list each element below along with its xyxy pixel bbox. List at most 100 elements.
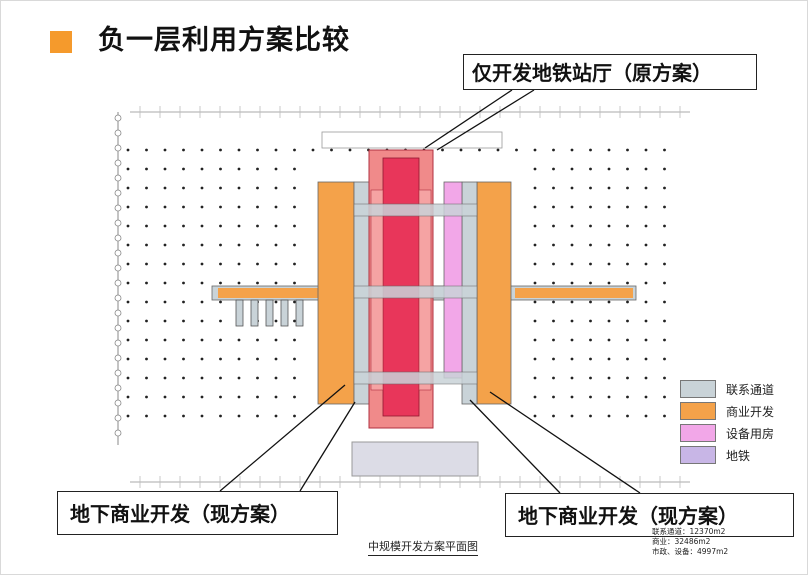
grid-dot [163, 262, 167, 266]
grid-dot [145, 243, 148, 247]
grid-dot [200, 319, 204, 323]
grid-dot [219, 414, 222, 418]
grid-dot [552, 376, 555, 380]
grid-dot [145, 319, 148, 323]
exit-stub [265, 299, 274, 327]
grid-dot [663, 414, 666, 418]
axis-bubble [114, 249, 122, 257]
grid-dot [163, 243, 167, 247]
grid-dot [163, 338, 167, 342]
grid-dot [644, 281, 648, 285]
grid-dot [145, 357, 148, 361]
callout-pointers [219, 89, 641, 494]
grid-dot [533, 186, 537, 190]
grid-dot [570, 243, 574, 247]
legend-item-equipment: 设备用房 [680, 422, 774, 444]
grid-dot [644, 148, 648, 152]
grid-dot [163, 205, 167, 209]
grid-dot [626, 148, 629, 152]
grid-dot [237, 224, 241, 228]
grid-dot [515, 148, 518, 152]
grid-dot [626, 414, 629, 418]
grid-dot [200, 395, 204, 399]
grid-dot [219, 262, 222, 266]
grid-dot [237, 243, 241, 247]
grid-dot [163, 395, 167, 399]
grid-dot [219, 148, 222, 152]
axis-ticks [114, 106, 690, 488]
grid-dot [552, 167, 555, 171]
grid-dot [145, 281, 148, 285]
top-entrance [321, 131, 503, 149]
axis-bubble [114, 279, 122, 287]
grid-dot [256, 224, 259, 228]
exit-stub [250, 299, 259, 327]
legend-item-commercial: 商业开发 [680, 400, 774, 422]
grid-dot [219, 300, 222, 304]
grid-dot [607, 376, 611, 380]
grid-dot [237, 357, 241, 361]
axis-bubble [114, 369, 122, 377]
grid-dot [274, 205, 278, 209]
grid-dot [626, 395, 629, 399]
pointer-right-2 [469, 399, 561, 494]
grid-dot [126, 262, 130, 266]
grid-dot [533, 262, 537, 266]
axis-bubble [114, 144, 122, 152]
grid-dot [219, 205, 222, 209]
grid-dot [478, 148, 481, 152]
legend-label-corridor: 联系通道 [726, 382, 775, 397]
grid-dot [200, 186, 204, 190]
grid-dot [237, 395, 241, 399]
grid-dot [237, 281, 241, 285]
grid-dot [644, 300, 648, 304]
grid-dot [589, 395, 592, 399]
grid-dot [570, 262, 574, 266]
grid-dot [126, 167, 130, 171]
stat-corridor: 联系通道：12370m2 [652, 527, 726, 536]
grid-dot [237, 338, 241, 342]
grid-dot [570, 376, 574, 380]
grid-dot [663, 205, 666, 209]
grid-dot [663, 300, 666, 304]
grid-dot [256, 262, 259, 266]
grid-dot [552, 357, 555, 361]
grid-dot [126, 338, 130, 342]
grid-dot [145, 300, 148, 304]
grid-dot [533, 148, 537, 152]
grid-dot [644, 414, 648, 418]
grid-dot [145, 338, 148, 342]
grid-dot [644, 376, 648, 380]
grid-dot [552, 319, 555, 323]
grid-dot [293, 300, 296, 304]
grid-dot [200, 262, 204, 266]
legend: 联系通道 商业开发 设备用房 地铁 [680, 378, 774, 466]
grid-dot [200, 205, 204, 209]
grid-dot [256, 376, 259, 380]
grid-dot [163, 376, 167, 380]
grid-dot [626, 205, 629, 209]
cross-connector [353, 203, 478, 217]
grid-dot [200, 167, 204, 171]
grid-dot [293, 262, 296, 266]
grid-dot [552, 186, 555, 190]
grid-dot [533, 338, 537, 342]
grid-dot [237, 205, 241, 209]
grid-dot [182, 300, 185, 304]
axis-bubble [114, 384, 122, 392]
axis-bubble [114, 294, 122, 302]
grid-dot [626, 376, 629, 380]
corridor-commercial-right [515, 288, 633, 298]
grid-dot [145, 224, 148, 228]
legend-swatch-subway [680, 446, 716, 464]
grid-dot [626, 186, 629, 190]
grid-dot [552, 338, 555, 342]
grid-dot [533, 395, 537, 399]
grid-dot [607, 243, 611, 247]
grid-dot [126, 224, 130, 228]
grid-dot [126, 376, 130, 380]
grid-dot [330, 148, 333, 152]
grid-dot [552, 300, 555, 304]
grid-dot [607, 148, 611, 152]
